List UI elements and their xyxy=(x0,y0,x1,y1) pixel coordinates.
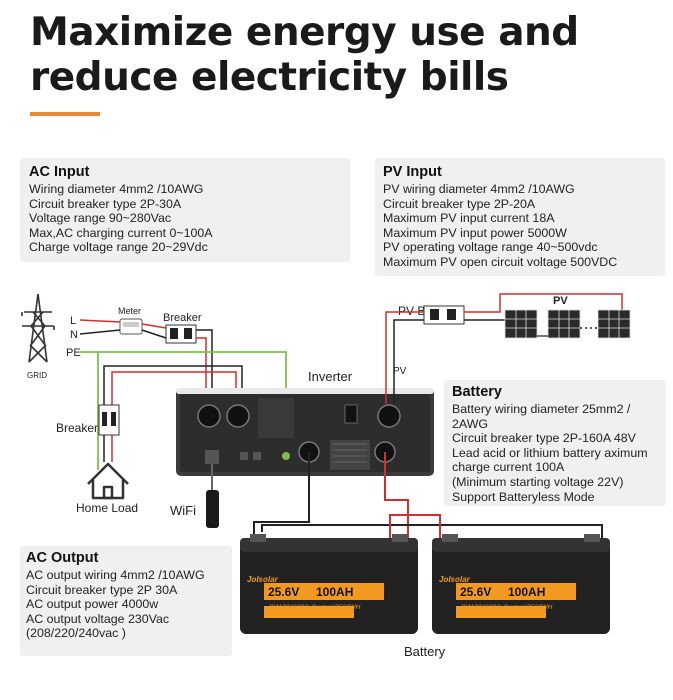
inverter-unit xyxy=(176,388,434,476)
ac-output-box: AC Output AC output wiring 4mm2 /10AWG C… xyxy=(20,546,232,656)
ac-input-line: Wiring diameter 4mm2 /10AWG xyxy=(29,182,204,196)
pv-input-line: PV operating voltage range 40~500vdc xyxy=(383,240,598,255)
wifi-dongle-icon xyxy=(206,490,219,528)
breaker-left-label: Breaker xyxy=(56,421,98,435)
battery-spec-line: 2AWG xyxy=(452,416,489,431)
pv-input-line: Maximum PV open circuit voltage 500VDC xyxy=(383,254,618,269)
battery-spec-line: Circuit breaker type 2P-160A 48V xyxy=(452,431,636,446)
wifi-label: WiFi xyxy=(170,503,196,518)
ac-output-line: AC output voltage 230Vac xyxy=(26,611,170,626)
pv-input-box: PV Input PV wiring diameter 4mm2 /10AWG … xyxy=(375,158,665,276)
home-icon xyxy=(87,462,129,500)
battery-spec-line: charge current 100A xyxy=(452,460,565,475)
meter-label: Meter xyxy=(118,306,141,316)
solar-panel-icon xyxy=(504,309,538,339)
pv-panels-label: PV xyxy=(553,295,568,307)
headline-line-2: reduce electricity bills xyxy=(30,55,509,100)
battery-brand: Jolsolar xyxy=(247,575,279,584)
ac-input-line: Max,AC charging current 0~100A xyxy=(29,225,213,240)
solar-panel-icon xyxy=(547,309,581,339)
ac-input-line: Charge voltage range 20~29Vdc xyxy=(29,240,208,255)
grid-label: GRID xyxy=(27,371,47,380)
ac-input-line: Voltage range 90~280Vac xyxy=(29,211,172,226)
battery-capacity: 100AH xyxy=(508,585,545,599)
inverter-label: Inverter xyxy=(308,369,353,384)
battery-spec: J24100/(6000+Cycles)/2560WH xyxy=(267,604,361,611)
pv-input-title: PV Input xyxy=(383,164,442,180)
ac-output-line: Circuit breaker type 2P 30A xyxy=(26,582,178,597)
n-label: N xyxy=(70,329,78,341)
ac-output-line: (208/220/240vac ) xyxy=(26,626,126,641)
solar-panel-icon xyxy=(597,309,631,339)
headline: Maximize energy use and reduce electrici… xyxy=(30,10,650,100)
pv-input-line: Maximum PV input current 18A xyxy=(383,211,555,226)
battery-spec-line: Support Batteryless Mode xyxy=(452,489,595,504)
battery-brand: Jolsolar xyxy=(439,575,471,584)
grid-tower-icon xyxy=(21,293,55,363)
pv-input-line: Circuit breaker type 2P-20A xyxy=(383,196,536,211)
headline-underline xyxy=(30,112,100,116)
pv-port-label: PV xyxy=(393,366,407,377)
headline-line-1: Maximize energy use and xyxy=(30,10,579,55)
battery-capacity: 100AH xyxy=(316,585,353,599)
pe-label: PE xyxy=(66,347,81,359)
home-load-label: Home Load xyxy=(76,501,138,515)
battery-spec-box: Battery Battery wiring diameter 25mm2 / … xyxy=(444,380,666,506)
breaker-top-label: Breaker xyxy=(163,312,202,324)
ac-output-line: AC output wiring 4mm2 /10AWG xyxy=(26,568,205,582)
ac-input-title: AC Input xyxy=(29,164,90,180)
ac-output-line: AC output power 4000w xyxy=(26,597,159,612)
battery-voltage: 25.6V xyxy=(268,585,299,599)
ac-output-title: AC Output xyxy=(26,550,99,566)
battery-voltage: 25.6V xyxy=(460,585,491,599)
l-label: L xyxy=(70,315,76,327)
pv-input-line: Maximum PV input power 5000W xyxy=(383,225,567,240)
pv-input-line: PV wiring diameter 4mm2 /10AWG xyxy=(383,182,575,196)
ac-input-box: AC Input Wiring diameter 4mm2 /10AWG Cir… xyxy=(20,158,350,262)
battery-unit xyxy=(240,534,418,634)
battery-spec: J24100/(6000+Cycles)/2560WH xyxy=(459,604,553,611)
battery-spec-line: Lead acid or lithium battery aximum xyxy=(452,445,648,460)
battery-caption: Battery xyxy=(404,644,446,659)
ac-input-line: Circuit breaker type 2P-30A xyxy=(29,196,182,211)
battery-spec-line: (Minimum starting voltage 22V) xyxy=(452,474,624,489)
battery-spec-title: Battery xyxy=(452,384,502,400)
battery-spec-line: Battery wiring diameter 25mm2 / xyxy=(452,402,631,416)
battery-unit xyxy=(432,534,610,634)
